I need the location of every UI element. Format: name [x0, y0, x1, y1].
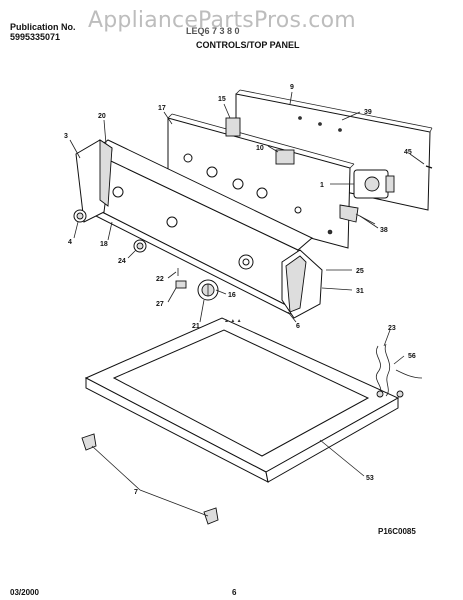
callout-3: 3	[64, 133, 68, 140]
callout-56: 56	[408, 353, 416, 360]
svg-text:▲ ▲ ▲: ▲ ▲ ▲	[224, 318, 242, 324]
callout-21: 21	[192, 323, 200, 330]
switch-part-10	[275, 149, 295, 165]
watermark: AppliancePartsPros.com	[88, 8, 356, 33]
footer-date: 03/2000	[10, 588, 39, 597]
callout-16: 16	[228, 292, 236, 299]
callout-1: 1	[320, 182, 324, 189]
callout-20: 20	[98, 113, 106, 120]
callout-24: 24	[118, 258, 126, 265]
callout-27: 27	[156, 301, 164, 308]
timer	[353, 169, 395, 199]
callout-53: 53	[366, 475, 374, 482]
section-title: CONTROLS/TOP PANEL	[196, 40, 300, 50]
end-cap-right	[281, 249, 323, 319]
callout-15: 15	[218, 96, 226, 103]
diagram-id: P16C0085	[378, 527, 416, 536]
callout-25: 25	[356, 268, 364, 275]
footer-page: 6	[232, 588, 237, 597]
callout-38: 38	[380, 227, 388, 234]
callout-45: 45	[404, 149, 412, 156]
leader-lines	[69, 91, 425, 517]
knob-21	[197, 279, 219, 301]
model-number: LEQ6 7 3 8 0	[186, 26, 240, 36]
callout-22: 22	[156, 276, 164, 283]
knob-4	[73, 209, 87, 223]
callout-17: 17	[158, 105, 166, 112]
wire-harness	[375, 343, 423, 398]
part-27	[175, 280, 187, 289]
publication-number: 5995335071	[10, 32, 61, 42]
control-panel-front	[87, 139, 313, 315]
control-console	[167, 113, 355, 249]
switch-part-15	[225, 117, 241, 137]
callout-31: 31	[356, 288, 364, 295]
callout-18: 18	[100, 241, 108, 248]
callout-39: 39	[364, 109, 372, 116]
knob-24	[133, 239, 147, 253]
callout-23: 23	[388, 325, 396, 332]
callout-6: 6	[296, 323, 300, 330]
callout-9: 9	[290, 84, 294, 91]
callout-4: 4	[68, 239, 72, 246]
callout-10: 10	[256, 145, 264, 152]
callout-7: 7	[134, 489, 138, 496]
end-cap-left	[75, 139, 113, 223]
clip-right	[203, 507, 219, 525]
publication-label: Publication No.	[10, 22, 76, 32]
screw-45	[425, 165, 433, 169]
bracket	[339, 204, 376, 225]
callout-numbers: 9 17 20 15 39 3 10 45 1 38 4 18 24 25 22…	[64, 84, 416, 496]
top-panel: ▲ ▲ ▲	[84, 317, 400, 483]
